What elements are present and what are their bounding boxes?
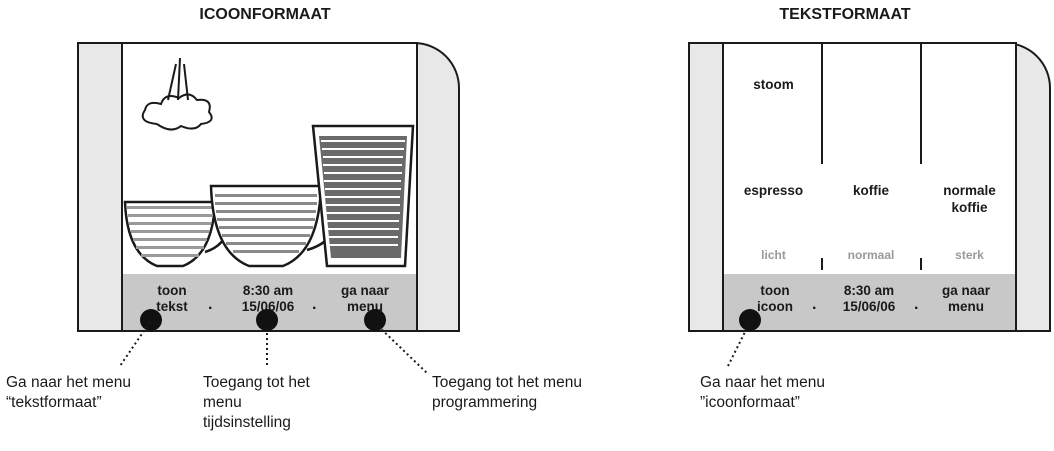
hotspot-time-setting[interactable] xyxy=(256,309,278,331)
caption-time-setting-menu: Toegang tot het menu tijdsinstelling xyxy=(203,374,310,431)
text-format-panel: stoom espresso koffie normale koffie lic… xyxy=(688,42,1051,332)
strength-light[interactable]: licht xyxy=(761,248,786,262)
caption-programming-menu: Toegang tot het menu programmering xyxy=(432,374,582,411)
strength-strong[interactable]: sterk xyxy=(955,248,984,262)
caption-text-format-menu: Ga naar het menu “tekstformaat” xyxy=(6,374,131,411)
hotspot-show-icon[interactable] xyxy=(739,309,761,331)
separator-dot: . xyxy=(312,296,317,313)
text-format-screen: stoom espresso koffie normale koffie lic… xyxy=(722,42,1017,332)
text-format-title: TEKSTFORMAAT xyxy=(779,6,911,23)
show-text-button[interactable]: toon tekst xyxy=(156,283,188,314)
hotspot-programming[interactable] xyxy=(364,309,386,331)
separator-dot: . xyxy=(812,296,817,313)
normal-coffee-option[interactable]: normale koffie xyxy=(943,183,996,215)
show-icon-button[interactable]: toon icoon xyxy=(757,283,793,314)
text-format-bottom-bar: toon icoon . 8:30 am 15/06/06 . ga naar … xyxy=(724,274,1015,330)
time-date-button[interactable]: 8:30 am 15/06/06 xyxy=(842,283,896,314)
steam-icon[interactable] xyxy=(141,57,213,131)
coffee-option[interactable]: koffie xyxy=(852,183,889,198)
caption-icon-format-menu: Ga naar het menu ”icoonformaat” xyxy=(700,374,825,411)
go-to-menu-button[interactable]: ga naar menu xyxy=(941,283,991,314)
separator-dot: . xyxy=(208,296,213,313)
espresso-option[interactable]: espresso xyxy=(743,183,804,198)
hotspot-show-text[interactable] xyxy=(140,309,162,331)
separator-dot: . xyxy=(914,296,919,313)
icon-format-title: ICOONFORMAAT xyxy=(199,6,331,23)
icon-format-panel: toon tekst . 8:30 am 15/06/06 . ga naar … xyxy=(77,42,460,332)
time-date-button[interactable]: 8:30 am 15/06/06 xyxy=(241,283,295,314)
go-to-menu-button[interactable]: ga naar menu xyxy=(340,283,390,314)
steam-option[interactable]: stoom xyxy=(753,77,794,92)
long-coffee-glass-icon[interactable] xyxy=(311,124,415,268)
espresso-cup-icon[interactable] xyxy=(123,200,231,268)
icon-format-screen: toon tekst . 8:30 am 15/06/06 . ga naar … xyxy=(121,42,418,332)
strength-normal[interactable]: normaal xyxy=(847,248,895,262)
